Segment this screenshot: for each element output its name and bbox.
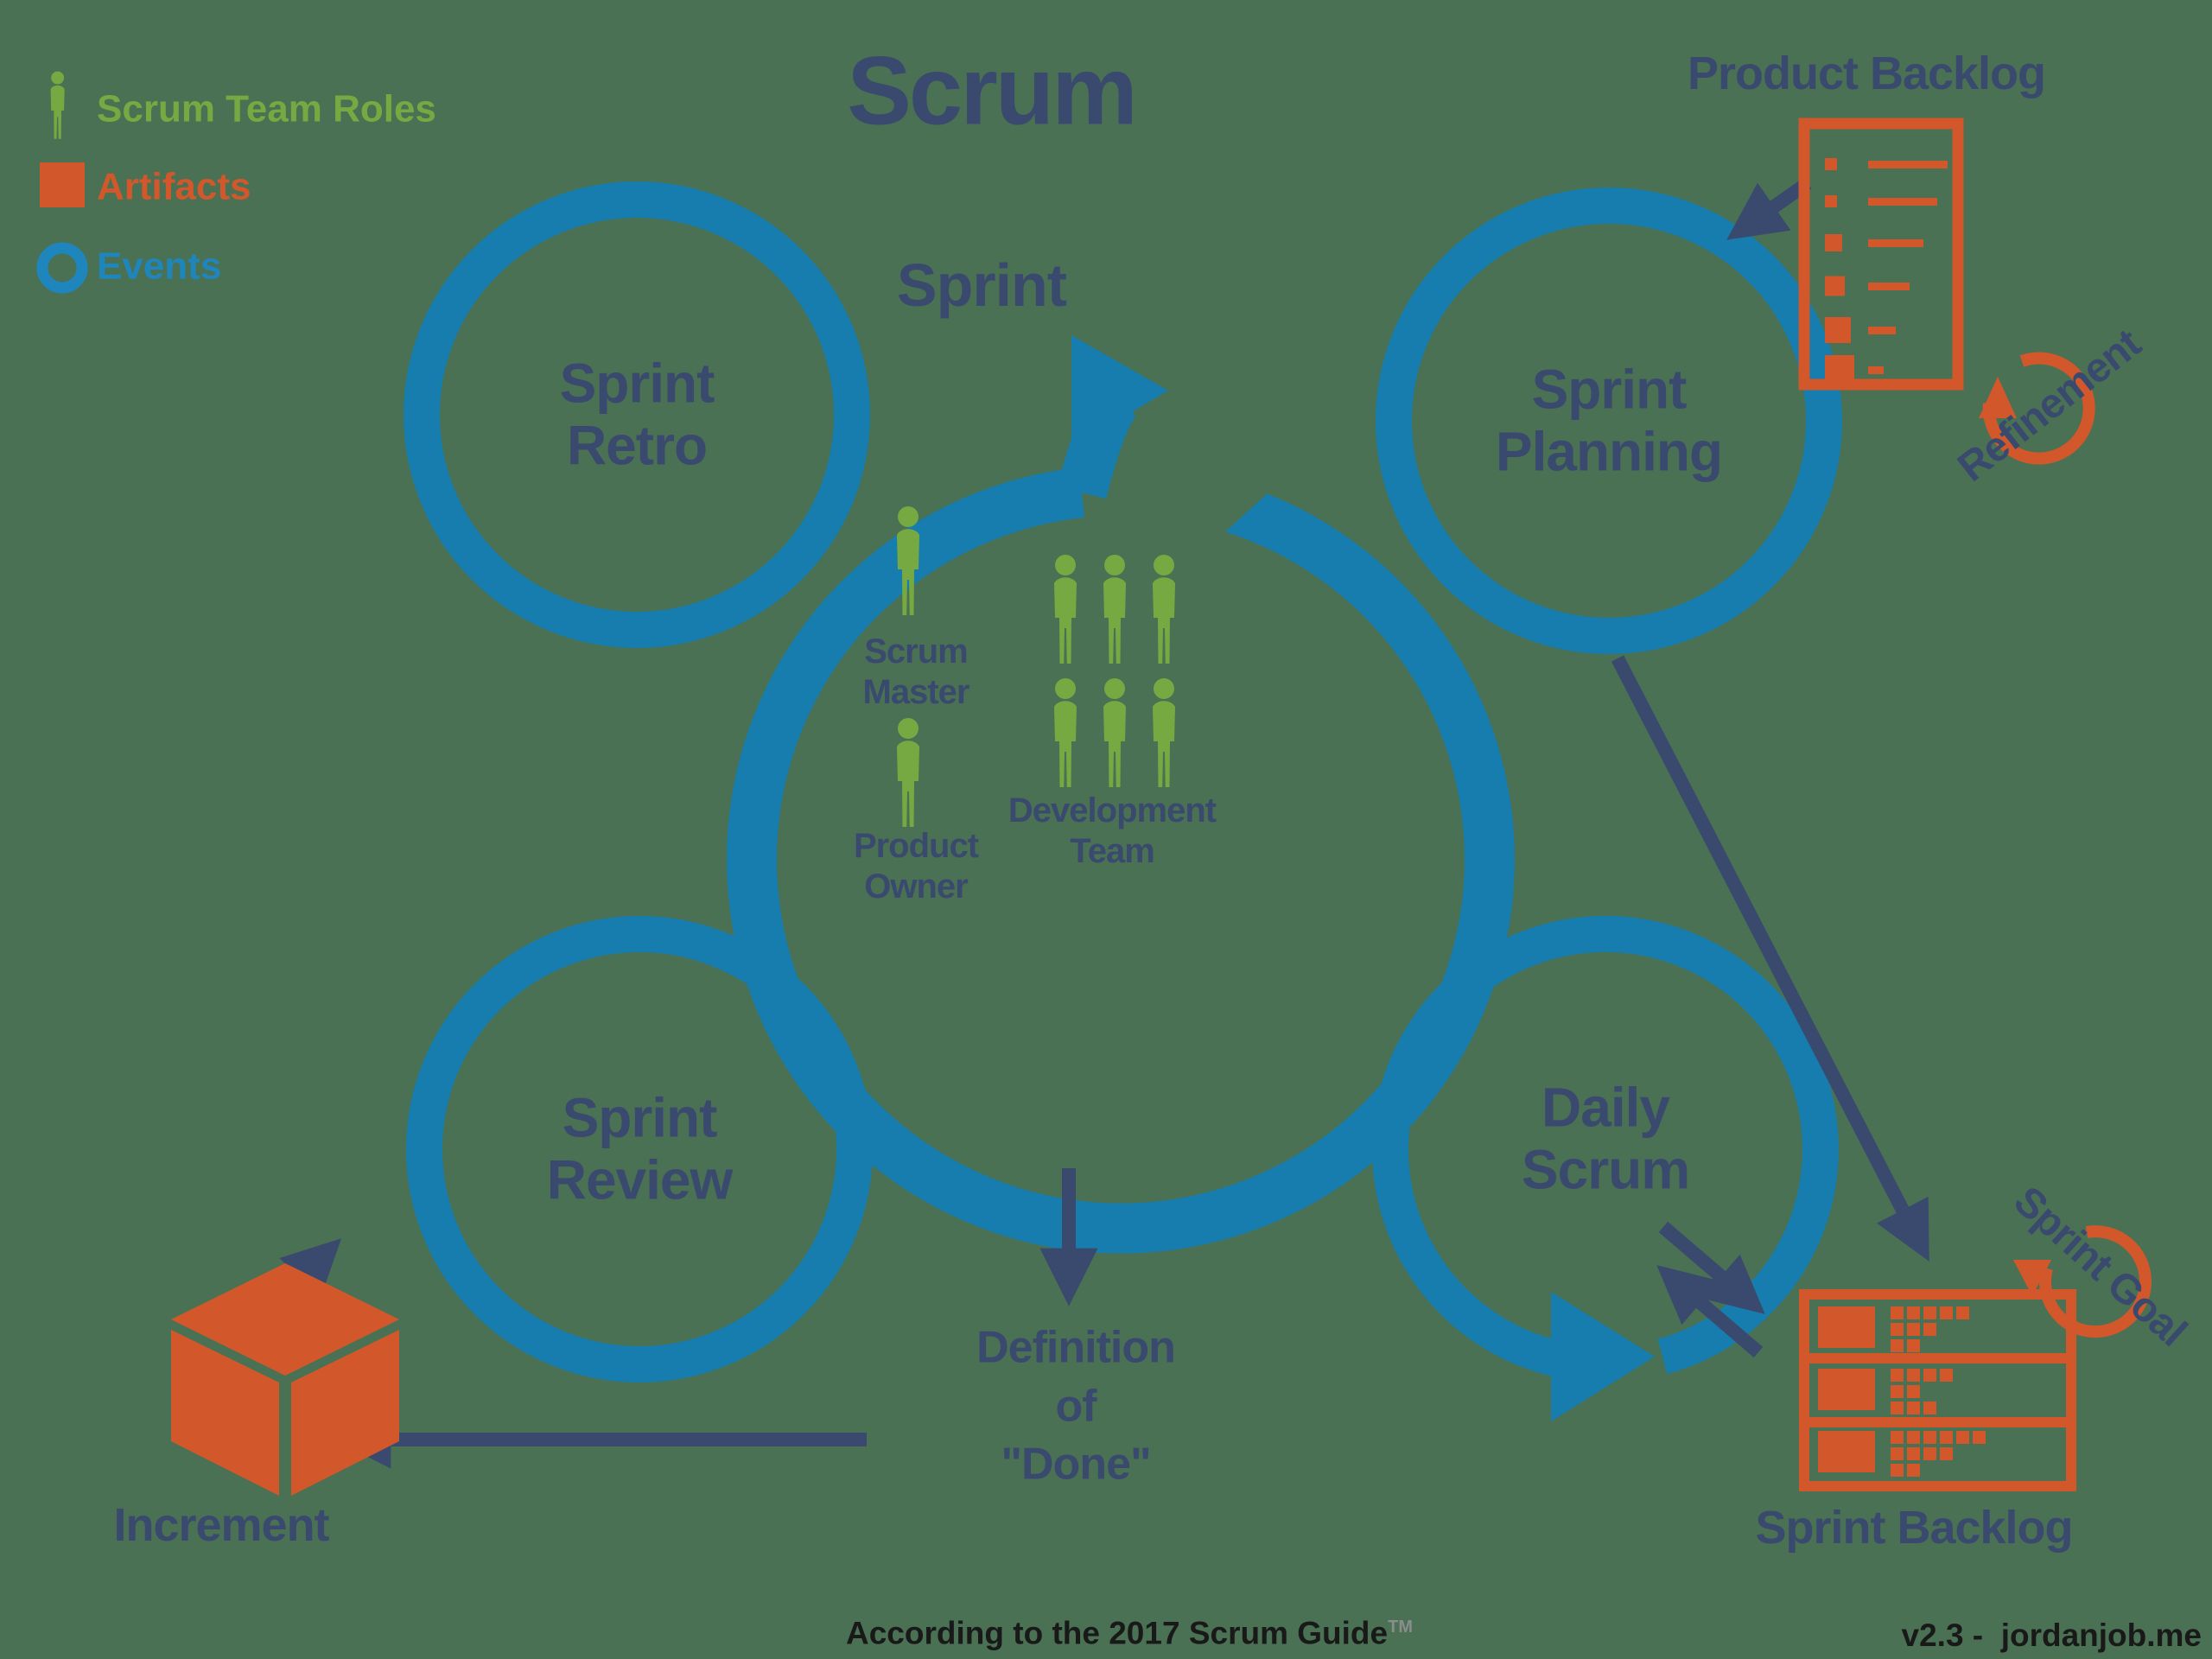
- dod-line-2: of: [1055, 1381, 1096, 1432]
- sprint-backlog-label: Sprint Backlog: [1755, 1501, 2073, 1554]
- scrum-master-label: Scrum Master: [862, 632, 970, 711]
- scrum-master-person-icon: [897, 506, 919, 615]
- page-title: Scrum: [847, 36, 1138, 145]
- sprint-goal-loop-icon: [2013, 1225, 2152, 1338]
- legend-label-events: Events: [97, 245, 222, 288]
- dev-team-person-icon: [1103, 555, 1126, 664]
- product-owner-person-icon: [897, 718, 919, 827]
- development-team-label: Development Team: [1007, 791, 1217, 870]
- daily-scrum-loop-arrowhead-icon: [1551, 1292, 1655, 1421]
- sprint-planning-label: Sprint Planning: [1495, 358, 1723, 482]
- increment-label: Increment: [113, 1498, 329, 1551]
- footer-version: v2.3 - jordanjob.me: [1901, 1618, 2202, 1653]
- arrow-sprint-backlog-to-daily-scrum: [1656, 1265, 1764, 1358]
- arrow-product-backlog-to-sprint-planning: [1726, 177, 1812, 240]
- daily-scrum-circle: [1372, 915, 1839, 1377]
- increment-cube-icon: [171, 1263, 399, 1496]
- dod-line-1: Definition: [976, 1322, 1176, 1373]
- sprint-retro-label: Sprint Retro: [559, 352, 715, 476]
- dev-team-person-icon: [1103, 678, 1126, 787]
- dev-team-person-icon: [1054, 555, 1077, 664]
- sprint-backlog-icon: [1799, 1289, 2076, 1491]
- sprint-cycle-label: Sprint: [896, 251, 1067, 319]
- footer-attribution: According to the 2017 Scrum GuideTM: [846, 1615, 1413, 1650]
- dev-team-person-icon: [1153, 555, 1175, 664]
- legend-label-artifacts: Artifacts: [97, 165, 251, 208]
- legend-artifact-square-icon: [40, 162, 85, 207]
- legend-event-ring-icon: [36, 242, 88, 294]
- sprint-retro-circle: [404, 181, 870, 648]
- definition-of-done-label: Definition of "Done": [894, 1319, 1257, 1495]
- product-owner-label: Product Owner: [853, 826, 979, 906]
- sprint-cycle-chevron-notch: [1171, 415, 1270, 566]
- product-backlog-icon: [1798, 118, 1964, 391]
- dev-team-person-icon: [1054, 678, 1077, 787]
- sprint-cycle-ring: [727, 467, 1515, 1254]
- legend-label-scrum-team-roles: Scrum Team Roles: [97, 87, 436, 130]
- sprint-review-label: Sprint Review: [546, 1086, 734, 1211]
- dev-team-person-icon: [1153, 678, 1175, 787]
- arrow-sprint-planning-to-sprint-backlog: [1611, 655, 1929, 1262]
- sprint-planning-circle: [1376, 188, 1842, 654]
- dod-line-3: "Done": [1001, 1439, 1151, 1490]
- trademark-superscript: TM: [1388, 1617, 1413, 1637]
- refinement-loop-icon: [1979, 352, 2095, 465]
- legend-person-icon: [50, 71, 65, 139]
- sprint-cycle-arrowhead-icon: [1071, 335, 1168, 448]
- daily-scrum-label: Daily Scrum: [1521, 1076, 1690, 1200]
- attribution-text: According to the 2017 Scrum Guide: [846, 1615, 1389, 1651]
- product-backlog-label: Product Backlog: [1687, 47, 2046, 99]
- arrow-daily-scrum-to-sprint-backlog: [1658, 1221, 1765, 1314]
